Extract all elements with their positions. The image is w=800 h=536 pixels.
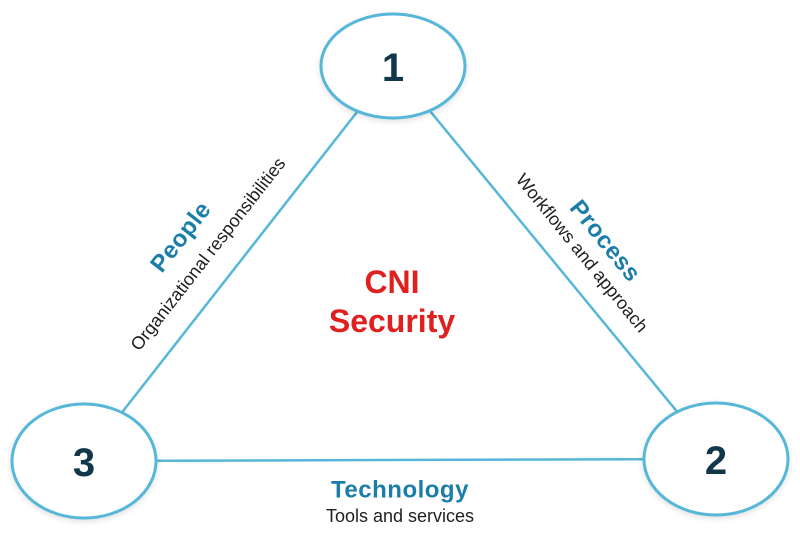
node-circle-3	[10, 402, 158, 520]
edge-line-right	[392, 65, 717, 460]
node-number-2: 2	[705, 439, 727, 483]
edge-line-bottom	[83, 457, 717, 463]
node-number-3: 3	[73, 441, 95, 485]
edge-subtitle-technology: Tools and services	[326, 506, 474, 526]
edge-title-technology: Technology	[331, 477, 469, 504]
node-number-1: 1	[382, 46, 404, 90]
node-circle-2	[642, 401, 790, 517]
node-circle-1	[319, 12, 467, 120]
edge-line-left	[83, 65, 394, 462]
center-title-line1: CNI	[364, 264, 419, 300]
center-title-line2: Security	[329, 303, 455, 339]
